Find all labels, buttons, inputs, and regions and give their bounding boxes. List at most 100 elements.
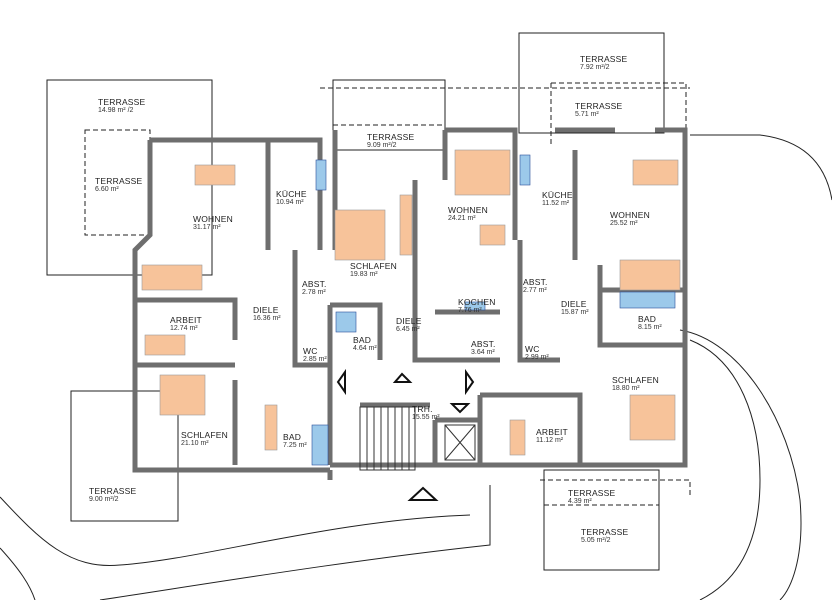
room-name: KÜCHE (542, 190, 573, 200)
room-area: 5.71 m² (575, 110, 599, 118)
room-label-abst: ABST.2.78 m² (302, 280, 327, 296)
room-label-abst: ABST.3.64 m² (471, 340, 496, 356)
room-name: TERRASSE (98, 97, 146, 107)
room-area: 25.52 m² (610, 219, 638, 227)
room-area: 2.85 m² (303, 355, 327, 363)
room-name: ABST. (302, 279, 327, 289)
room-name: KÜCHE (276, 189, 307, 199)
room-name: WOHNEN (448, 205, 488, 215)
room-name: TERRASSE (95, 176, 143, 186)
room-area: 7.25 m² (283, 441, 307, 449)
room-area: 4.64 m² (353, 344, 377, 352)
room-area: 9.09 m²/2 (367, 141, 397, 149)
terraces (46, 32, 691, 571)
room-area: 3.64 m² (471, 348, 495, 356)
furniture (141, 149, 681, 456)
room-name: DIELE (396, 316, 422, 326)
room-area: 2.77 m² (523, 286, 547, 294)
room-name: TERRASSE (575, 101, 623, 111)
room-area: 6.60 m² (95, 185, 119, 193)
room-label-abst: ABST.2.77 m² (523, 278, 548, 294)
room-name: BAD (283, 432, 302, 442)
staircase (359, 406, 476, 471)
room-name: TERRASSE (581, 527, 629, 537)
room-area: 8.15 m² (638, 323, 662, 331)
room-area: 16.36 m² (253, 314, 281, 322)
room-area: 14.98 m² /2 (98, 106, 134, 114)
room-area: 15.55 m² (412, 413, 440, 421)
site-outline (0, 134, 832, 600)
room-name: ABST. (471, 339, 496, 349)
room-area: 24.21 m² (448, 214, 476, 222)
room-area: 7.76 m² (458, 306, 482, 314)
room-name: KOCHEN (458, 297, 496, 307)
room-name: DIELE (561, 299, 587, 309)
room-name: ARBEIT (536, 427, 568, 437)
room-name: ABST. (523, 277, 548, 287)
room-name: TERRASSE (89, 486, 137, 496)
room-name: SCHLAFEN (350, 261, 397, 271)
room-name: WC (525, 344, 540, 354)
room-area: 12.74 m² (170, 324, 198, 332)
room-area: 11.12 m² (536, 436, 564, 444)
room-name: SCHLAFEN (181, 430, 228, 440)
room-name: TERRASSE (568, 488, 616, 498)
room-area: 15.87 m² (561, 308, 589, 316)
room-area: 6.45 m² (396, 325, 420, 333)
room-label-trh: TRH.15.55 m² (412, 405, 440, 421)
room-area: 2.99 m² (525, 353, 549, 361)
room-area: 21.10 m² (181, 439, 209, 447)
room-name: WC (303, 346, 318, 356)
room-area: 9.00 m²/2 (89, 495, 119, 503)
room-name: BAD (638, 314, 657, 324)
room-area: 2.78 m² (302, 288, 326, 296)
room-area: 7.92 m²/2 (580, 63, 610, 71)
room-name: WOHNEN (610, 210, 650, 220)
room-area: 31.17 m² (193, 223, 221, 231)
room-area: 11.52 m² (542, 199, 570, 207)
room-name: TERRASSE (580, 54, 628, 64)
sanitary-fixtures (311, 154, 676, 466)
room-area: 5.05 m²/2 (581, 536, 611, 544)
room-area: 4.39 m² (568, 497, 592, 505)
room-name: WOHNEN (193, 214, 233, 224)
room-name: TERRASSE (367, 132, 415, 142)
room-name: BAD (353, 335, 372, 345)
entrance-arrows (336, 368, 475, 501)
room-name: TRH. (412, 404, 433, 414)
room-area: 19.83 m² (350, 270, 378, 278)
room-name: SCHLAFEN (612, 375, 659, 385)
room-area: 10.94 m² (276, 198, 304, 206)
room-name: ARBEIT (170, 315, 202, 325)
room-area: 18.80 m² (612, 384, 640, 392)
